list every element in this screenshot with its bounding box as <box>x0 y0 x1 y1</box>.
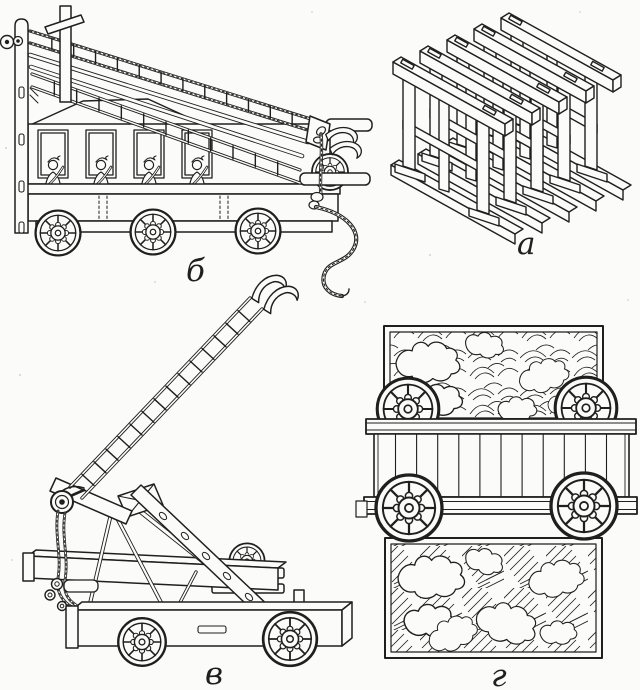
hanging-rope <box>313 204 359 299</box>
winch-rope <box>308 132 324 210</box>
wagon-wheel <box>234 207 282 255</box>
ladder-stringer <box>49 477 133 525</box>
wagon-wheel <box>129 208 177 256</box>
assault-ladder <box>68 296 264 500</box>
wagon-cap-beam <box>44 14 85 35</box>
figure-b-label: б <box>186 253 205 289</box>
lower-axle-beam <box>299 172 371 186</box>
figure-v-label: в <box>205 656 224 690</box>
wagon-sill <box>25 183 341 195</box>
figure-g-label: г <box>491 658 507 690</box>
wagon-scaling-ladders <box>27 29 316 185</box>
wagon-wheel <box>34 209 82 257</box>
lower-water-panel <box>384 537 603 659</box>
hoisting-pulley <box>50 485 86 514</box>
mast-pulley-block <box>0 34 24 50</box>
figure-g-pontoon-cart <box>355 325 638 659</box>
front-wheel <box>261 610 319 668</box>
near-wheel <box>549 471 619 541</box>
wagon-cap-post <box>59 5 72 103</box>
figure-a-trestles <box>390 12 632 245</box>
near-wheel <box>374 473 444 543</box>
front-wheel <box>117 617 167 667</box>
figure-b-siege-wagon <box>0 5 373 299</box>
figure-a-label: а <box>517 226 536 262</box>
hoisting-ropes <box>44 509 99 612</box>
wagon-body <box>27 193 339 222</box>
upper-platform-band <box>365 418 637 435</box>
wagon-mast <box>14 18 39 234</box>
figure-v-assault-ladder <box>22 272 353 668</box>
wall-hook-icon <box>262 283 300 317</box>
